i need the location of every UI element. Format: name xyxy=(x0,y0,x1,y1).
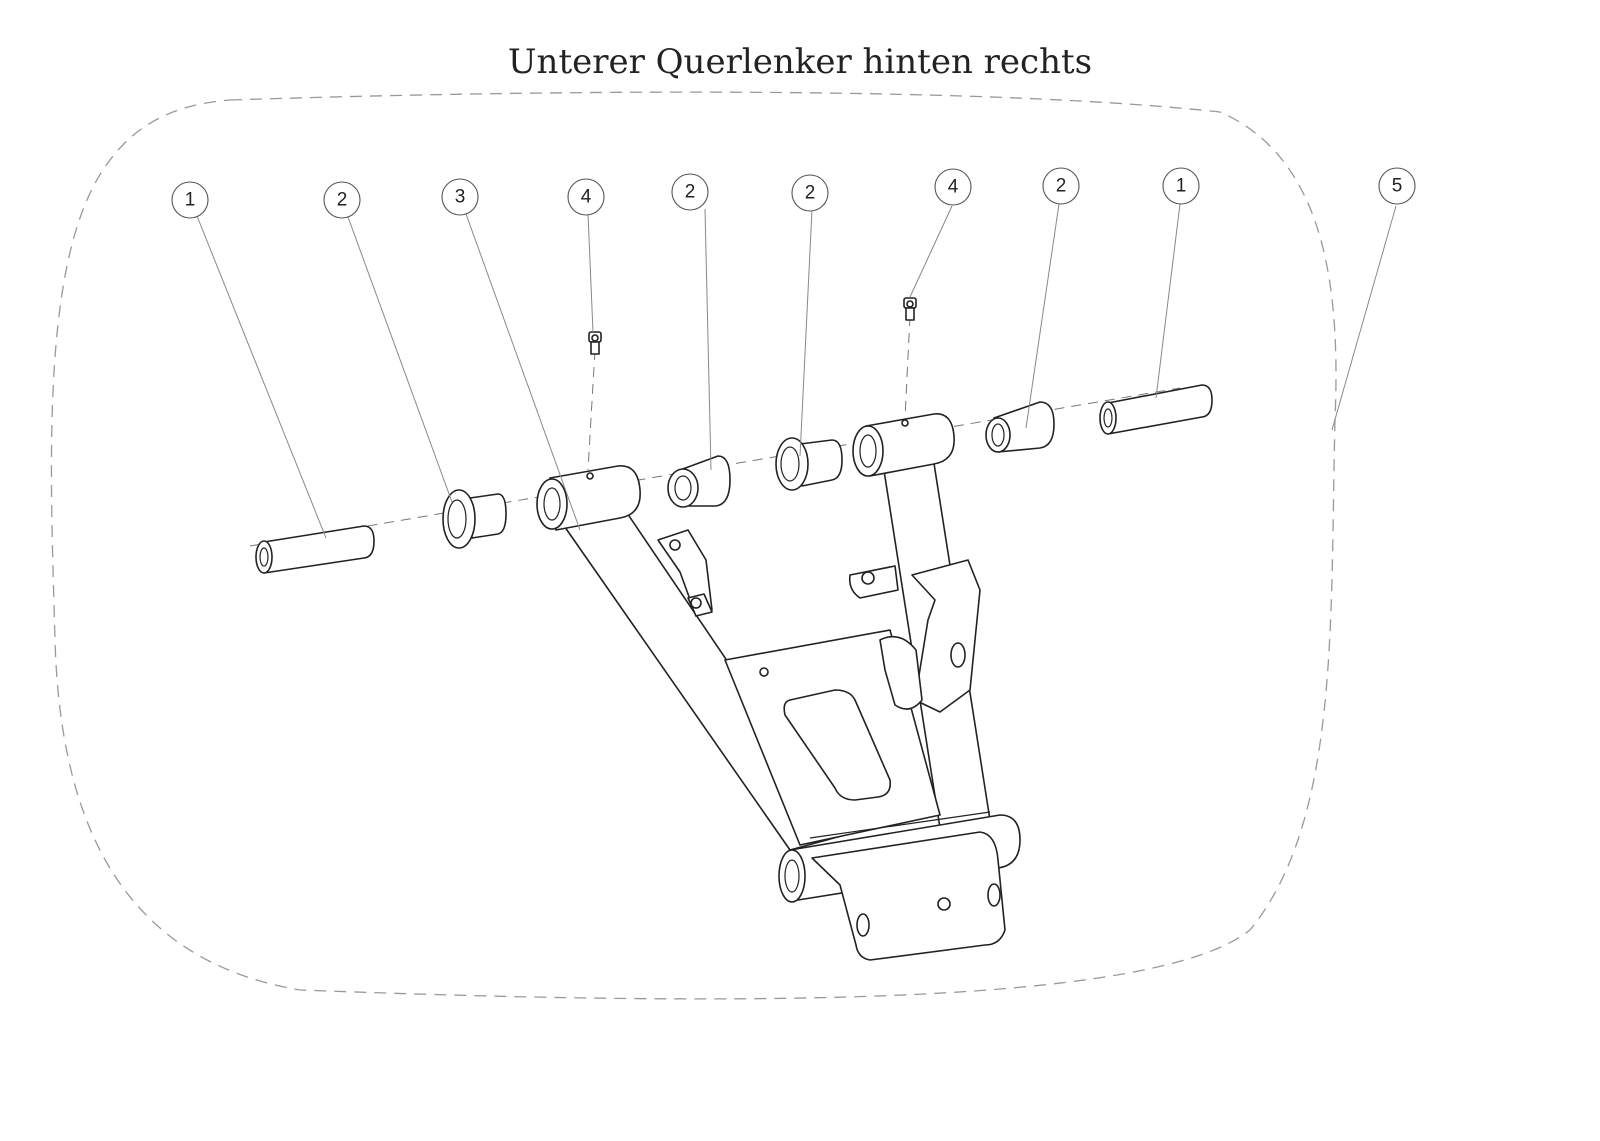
callout-number: 4 xyxy=(948,177,959,198)
callout-circle xyxy=(1378,167,1416,205)
callout-number: 2 xyxy=(805,183,816,204)
callout-balloon-1: 1 xyxy=(171,181,209,219)
grease-nipple-right xyxy=(903,297,917,321)
assembly-boundary xyxy=(50,91,1337,1000)
callout-number: 4 xyxy=(581,187,592,208)
bushing-2 xyxy=(667,455,731,508)
grease-axis-left xyxy=(587,349,596,471)
callout-balloon-8: 2 xyxy=(1042,167,1080,205)
pin-left xyxy=(255,525,375,574)
diagram-title: Unterer Querlenker hinten rechts xyxy=(507,42,1093,82)
callout-number: 2 xyxy=(1056,176,1067,197)
grease-axis-right xyxy=(904,315,911,419)
callout-balloon-6: 2 xyxy=(791,174,829,212)
callout-balloon-2: 2 xyxy=(323,181,361,219)
control-arm xyxy=(536,413,1021,961)
callout-balloon-5: 2 xyxy=(671,173,709,211)
callout-circle xyxy=(323,181,361,219)
callout-circle xyxy=(671,173,709,211)
callout-number: 2 xyxy=(337,190,348,211)
callout-circle xyxy=(1162,167,1200,205)
callout-circle xyxy=(441,178,479,216)
callout-balloons: 1 2 3 4 2 2 4 2 1 5 xyxy=(171,167,1416,219)
grease-nipple-left xyxy=(588,331,602,355)
callout-circle xyxy=(1042,167,1080,205)
bushing-1 xyxy=(442,489,507,549)
callout-balloon-10: 5 xyxy=(1378,167,1416,205)
pin-right xyxy=(1099,384,1213,435)
callout-balloon-7: 4 xyxy=(934,168,972,206)
callout-circle xyxy=(171,181,209,219)
callout-number: 2 xyxy=(685,182,696,203)
callout-balloon-4: 4 xyxy=(567,178,605,216)
callout-number: 1 xyxy=(185,190,196,211)
callout-balloon-9: 1 xyxy=(1162,167,1200,205)
bushing-3 xyxy=(775,437,843,491)
callout-number: 1 xyxy=(1176,176,1187,197)
bushing-4 xyxy=(985,401,1055,453)
callout-circle xyxy=(934,168,972,206)
callout-circle xyxy=(791,174,829,212)
callout-number: 3 xyxy=(455,187,466,208)
callout-circle xyxy=(567,178,605,216)
callout-balloon-3: 3 xyxy=(441,178,479,216)
callout-number: 5 xyxy=(1392,176,1403,197)
leader-lines xyxy=(196,203,1397,539)
